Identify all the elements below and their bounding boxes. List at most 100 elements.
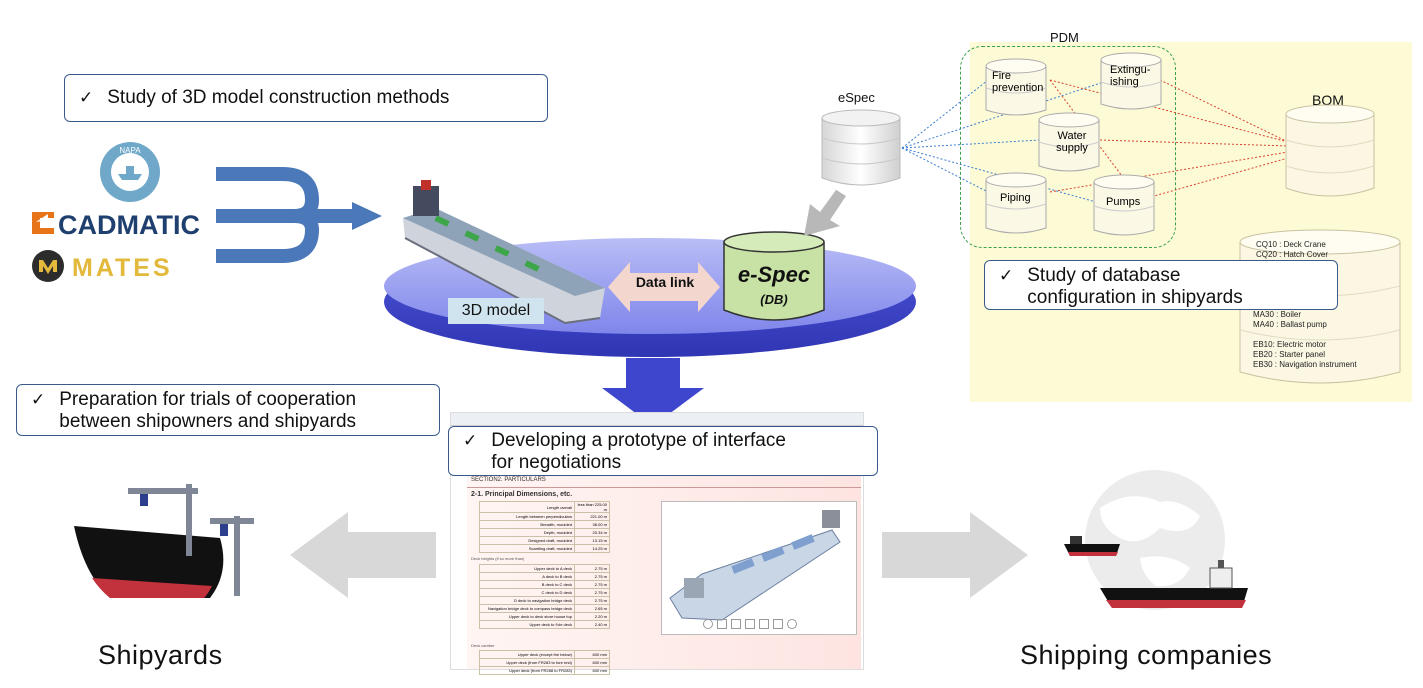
bom-line: EB30 : Navigation instrument (1253, 360, 1357, 369)
row-label: Upper deck to deck store house top (479, 612, 575, 621)
toolbar-home-icon[interactable] (703, 619, 713, 629)
napa-text: NAPA (119, 146, 141, 155)
row-label: Navigation bridge deck to compass bridge… (479, 604, 575, 613)
bom-list-bottom: EB10: Electric motor EB20 : Starter pane… (1253, 340, 1357, 370)
bom-line: MA30 : Boiler (1253, 310, 1302, 319)
callout-database-config: ✓ Study of database configuration in shi… (984, 260, 1338, 310)
prototype-camber-label: Deck camber (471, 643, 495, 648)
callout-line: Study of database (1027, 265, 1181, 286)
callout-line: between shipowners and shipyards (59, 411, 357, 432)
cadmatic-logo: CADMATIC (30, 206, 205, 240)
callout-text: Study of 3D model construction methods (107, 87, 450, 108)
toolbar-fit-icon[interactable] (759, 619, 769, 629)
prototype-deck-label: Deck heights (if so more than) (471, 556, 525, 561)
toolbar-rotate-icon[interactable] (717, 619, 727, 629)
toolbar-pan-icon[interactable] (731, 619, 741, 629)
napa-logo: NAPA (98, 140, 162, 204)
row-value: 2.75 m (574, 588, 610, 597)
pdm-water-supply: Water supply (1056, 130, 1088, 154)
row-value: 2.75 m (574, 564, 610, 573)
row-value: 20.34 m (574, 528, 610, 537)
down-arrow (602, 358, 704, 426)
prototype-3d-viewer[interactable] (661, 501, 857, 635)
bom-cylinder (1285, 104, 1375, 197)
pdm-cyl-extinguishing (1100, 52, 1162, 110)
row-label: Upper deck (from FR283 to fore end) (479, 658, 575, 667)
table-row: Navigation bridge deck to compass bridge… (479, 604, 610, 613)
prototype-viewer-toolbar[interactable] (703, 619, 815, 629)
row-value: 2.75 m (574, 580, 610, 589)
espec-down-arrow (804, 186, 846, 236)
callout-text: Study of database configuration in shipy… (1027, 265, 1242, 309)
pdm-title: PDM (1050, 30, 1079, 45)
callout-trials: ✓ Preparation for trials of cooperation … (16, 384, 440, 436)
toolbar-settings-icon[interactable] (787, 619, 797, 629)
pdm-piping: Piping (1000, 192, 1031, 204)
row-value: 600 mm (574, 658, 610, 667)
bom-line: CQ10 : Deck Crane (1256, 240, 1326, 249)
row-label: Upper deck (from FR288 to FR283) (479, 666, 575, 675)
data-link-label: Data link (635, 274, 695, 290)
check-icon: ✓ (999, 266, 1014, 285)
espec-cylinder (821, 109, 901, 186)
toolbar-zoom-icon[interactable] (745, 619, 755, 629)
pdm-cyl-piping (985, 172, 1047, 234)
row-label: Upper deck to f'cle deck (479, 620, 575, 629)
row-label: Breadth, moulded (479, 520, 575, 529)
pdm-pumps: Pumps (1106, 196, 1141, 208)
row-label: Depth, moulded (479, 528, 575, 537)
shipping-illustration (1064, 470, 1248, 610)
row-value: less than 225.00 m (574, 501, 610, 513)
espec-db-title: e-Spec (737, 262, 811, 287)
row-label: Upper deck (except the below) (479, 650, 575, 659)
bom-line: MA40 : Ballast pump (1253, 320, 1327, 329)
row-label: Upper deck to A deck (479, 564, 575, 573)
prototype-ship-render (669, 510, 841, 621)
row-value: 2.20 m (574, 612, 610, 621)
check-icon: ✓ (31, 390, 46, 409)
bom-line: CQ20 : Hatch Cover (1256, 250, 1329, 259)
cadmatic-text: CADMATIC (58, 210, 200, 240)
callout-line: Developing a prototype of interface (491, 430, 786, 451)
check-icon: ✓ (463, 431, 478, 450)
pdm-extinguishing: Extingu-ishing (1110, 64, 1151, 88)
toolbar-view-icon[interactable] (773, 619, 783, 629)
prototype-subsection: 2-1. Principal Dimensions, etc. (471, 491, 573, 498)
bom-list-mid: MA30 : Boiler MA40 : Ballast pump (1253, 310, 1327, 330)
callout-prototype: ✓ Developing a prototype of interface fo… (448, 426, 878, 476)
bom-title: BOM (1312, 92, 1344, 108)
prototype-section-header: SECTION2. PARTICULARS (467, 473, 861, 488)
row-value: 600 mm (574, 666, 610, 675)
arrow-to-shipyards (290, 512, 436, 598)
row-value: 13.15 m (574, 536, 610, 545)
pdm-cyl-pumps (1093, 174, 1155, 236)
arrow-to-shipping (882, 512, 1028, 598)
pdm-fire-prevention: Fire prevention (992, 70, 1044, 94)
pdm-cyl-water (1038, 112, 1100, 172)
browser-bar (451, 413, 863, 426)
row-value: 2.75 m (574, 596, 610, 605)
row-label: Length overall (479, 501, 575, 513)
caption-shipyards: Shipyards (98, 640, 223, 670)
bom-list-top: CQ10 : Deck Crane CQ20 : Hatch Cover (1256, 240, 1328, 260)
caption-shipping-companies: Shipping companies (1020, 640, 1273, 670)
3d-model-label: 3D model (448, 298, 544, 324)
pdm-frame (960, 46, 1176, 248)
shipyard-illustration (74, 484, 254, 598)
merge-arrow (216, 167, 382, 263)
espec-db-sub: (DB) (760, 292, 788, 307)
large-ship (1100, 560, 1248, 608)
row-value: 2.40 m (574, 620, 610, 629)
